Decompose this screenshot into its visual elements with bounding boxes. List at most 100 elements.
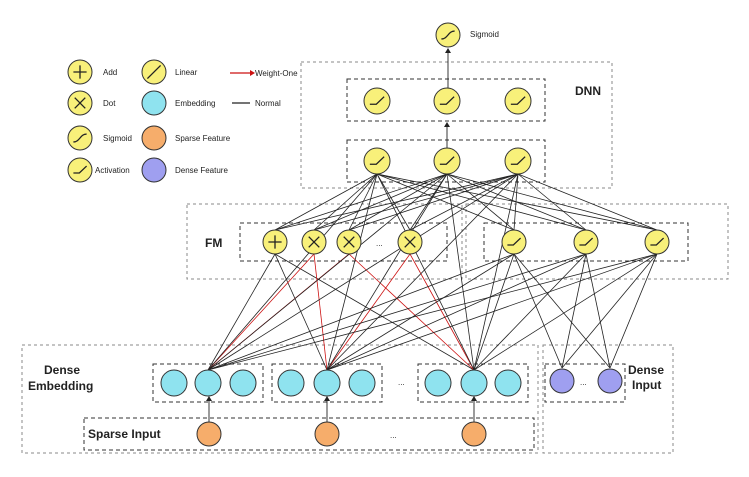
sparse-feature-node-2 [314, 421, 340, 447]
relu-curve-icon [507, 237, 522, 246]
edge-emb3-to-dnn2 [446, 173, 475, 371]
edge-dense2-to-linear1 [513, 253, 611, 369]
legend-linear-icon [141, 59, 167, 85]
edge-mid2-to-dnn3 [313, 173, 519, 231]
legend-dot-label: Dot [103, 99, 116, 108]
sigmoid-curve-icon [73, 133, 87, 143]
dense-feature-box [544, 363, 626, 403]
legend-weight-one-label: Weight-One [255, 69, 298, 78]
legend-sparse-feature-icon [141, 125, 167, 151]
weight-one-edge-3-2 [348, 253, 475, 371]
embedding-node-1-2 [194, 369, 222, 397]
relu-curve-icon [579, 237, 594, 246]
edge-emb2-to-dnn2 [326, 173, 448, 371]
legend-sigmoid-icon [67, 125, 93, 151]
legend-embedding-icon [141, 90, 167, 116]
dnn-label: DNN [575, 84, 601, 98]
dense-input-group-box [542, 344, 674, 454]
dnn-layer-arrow-head [444, 122, 450, 127]
dense-input-label-line2: Input [632, 378, 661, 392]
fm-dot-node-3 [397, 229, 423, 255]
embedding-ellipsis: ... [398, 378, 405, 387]
edge-mid1-to-dnn3 [274, 173, 519, 231]
cross-icon [308, 236, 320, 248]
edge-emb3-to-add [274, 253, 475, 371]
dnn-layer1-node-2 [433, 147, 461, 175]
sparse-input-label: Sparse Input [88, 427, 161, 441]
weight-one-edge-1-1 [207, 253, 315, 371]
dnn-layer1-node-3 [504, 147, 532, 175]
sparse-feature-node-1 [196, 421, 222, 447]
edge-emb1-to-dnn3 [207, 173, 519, 371]
embedding-node-3-3 [494, 369, 522, 397]
edge-emb3-to-dnn1 [376, 173, 475, 371]
cross-icon [74, 97, 86, 109]
dnn-output-arrow-head [445, 48, 451, 53]
weight-one-edge-3-3 [409, 253, 475, 371]
linear-group-box [465, 203, 729, 280]
edge-mid1-to-dnn1 [274, 173, 378, 231]
edge-emb1-to-linear2 [207, 253, 587, 371]
embedding-node-2-2 [313, 369, 341, 397]
dense-ellipsis: ... [580, 378, 587, 387]
edge-mid7-to-dnn3 [517, 173, 658, 231]
sparse-to-embedding-arrow-3-head [471, 396, 477, 401]
embedding-node-2-1 [277, 369, 305, 397]
linear-node-2 [573, 229, 599, 255]
linear-node-1 [501, 229, 527, 255]
fm-layer-box [239, 222, 448, 262]
legend-activation-icon [67, 157, 93, 183]
fm-label: FM [205, 236, 222, 250]
relu-curve-icon [510, 96, 526, 105]
relu-curve-icon [439, 156, 455, 165]
edge-emb3-to-linear1 [473, 253, 515, 371]
edge-mid6-to-dnn1 [376, 173, 587, 231]
edge-emb3-to-dnn3 [473, 173, 519, 371]
dense-embedding-label-line1: Dense [44, 363, 80, 377]
legend-weight-one-arrow [250, 70, 255, 76]
legend-dot-icon [67, 90, 93, 116]
edge-mid4-to-dnn1 [376, 173, 411, 231]
sparse-feature-node-3 [461, 421, 487, 447]
edge-emb2-to-linear3 [326, 253, 658, 371]
dnn-layer1-node-1 [363, 147, 391, 175]
dnn-group-box [300, 61, 613, 189]
fm-add-node [262, 229, 288, 255]
dnn-layer2-node-1 [363, 87, 391, 115]
edge-mid2-to-dnn1 [313, 173, 378, 231]
edge-dense2-to-linear3 [609, 253, 658, 369]
embedding-node-2-3 [348, 369, 376, 397]
relu-curve-icon [369, 96, 385, 105]
edge-mid1-to-dnn2 [274, 173, 448, 231]
sparse-ellipsis: ... [390, 431, 397, 440]
sparse-to-embedding-arrow-1-head [206, 396, 212, 401]
edge-emb1-to-dnn2 [207, 173, 448, 371]
edge-emb1-to-linear1 [207, 253, 515, 371]
linear-node-3 [644, 229, 670, 255]
edge-mid7-to-dnn1 [376, 173, 658, 231]
relu-curve-icon [73, 165, 88, 174]
dense-feature-node-2 [597, 368, 623, 394]
legend-linear-label: Linear [175, 68, 198, 77]
embedding-node-1-3 [229, 369, 257, 397]
edge-dense1-to-linear2 [561, 253, 587, 369]
relu-curve-icon [510, 156, 526, 165]
legend-embedding-label: Embedding [175, 99, 215, 108]
cross-icon [343, 236, 355, 248]
plus-icon [73, 65, 87, 79]
legend-activation-label: Activation [95, 166, 130, 175]
fm-ellipsis: ... [376, 239, 383, 248]
linear-layer-box [483, 222, 689, 262]
embedding-node-3-1 [424, 369, 452, 397]
edge-dense2-to-linear2 [585, 253, 611, 369]
sigmoid-curve-icon [441, 30, 455, 40]
dense-input-label-line1: Dense [628, 363, 664, 377]
edge-mid4-to-dnn2 [409, 173, 448, 231]
nodes-layer [160, 22, 670, 447]
edge-mid4-to-dnn3 [409, 173, 519, 231]
relu-curve-icon [369, 156, 385, 165]
cross-icon [404, 236, 416, 248]
dnn-layer1-box [346, 139, 546, 183]
plus-icon [268, 235, 282, 249]
